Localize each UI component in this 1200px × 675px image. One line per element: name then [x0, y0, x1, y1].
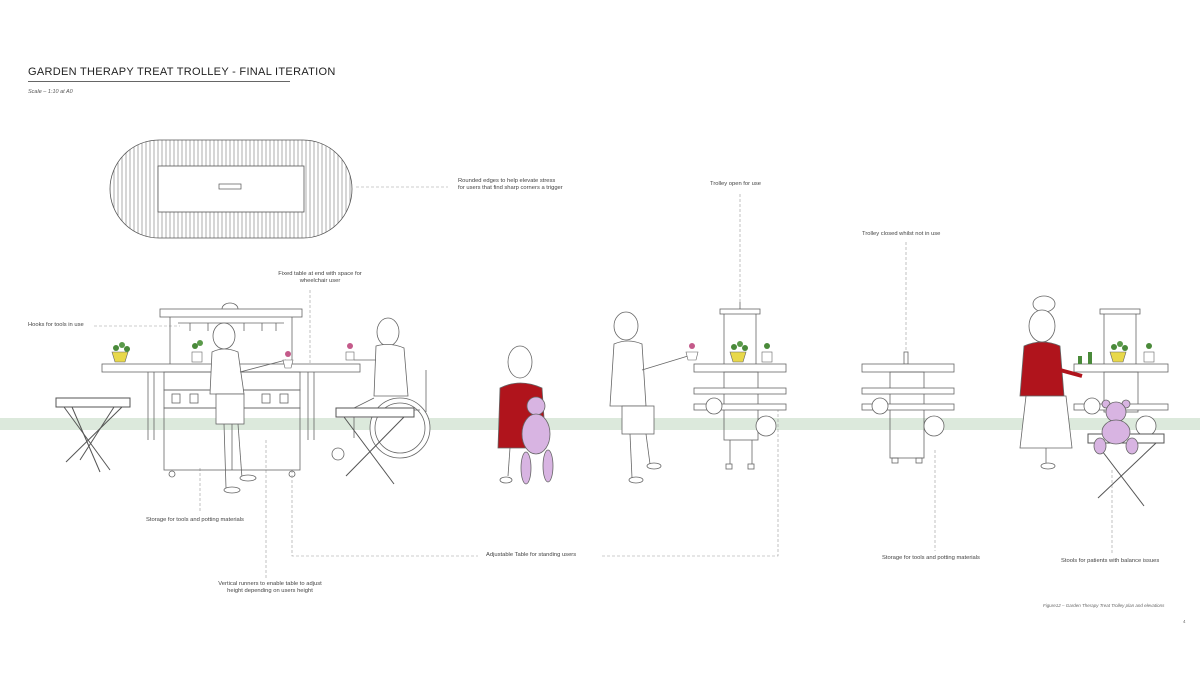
annotation-adjustable-table: Adjustable Table for standing users	[486, 552, 577, 558]
plant-pot-icon	[1109, 341, 1128, 363]
page-number: 4	[1183, 619, 1186, 624]
annotation-line: height depending on users height	[227, 588, 313, 594]
annotation-trolley-open: Trolley open for use	[710, 181, 762, 187]
annotation-line: Vertical runners to enable table to adju…	[218, 581, 322, 587]
plant-pot-icon	[191, 340, 203, 363]
child-figure-icon	[609, 311, 689, 484]
teddy-bear-icon	[1093, 399, 1139, 455]
annotation-line: wheelchair user	[299, 278, 341, 284]
annotation-line: Rounded edges to help elevate stress	[458, 178, 556, 184]
plant-pot-icon	[685, 343, 699, 361]
annotation-line: Fixed table at end with space for	[278, 271, 362, 277]
annotation-trolley-closed: Trolley closed whilst not in use	[862, 231, 941, 237]
plant-pot-icon	[729, 341, 748, 363]
annotation-fixed-table: Fixed table at end with space for wheelc…	[260, 271, 380, 285]
ground-strip	[0, 418, 1200, 430]
folding-stool-icon	[335, 407, 415, 485]
plant-pot-icon	[761, 343, 773, 363]
folding-stool-icon	[55, 397, 131, 473]
plant-pot-icon	[111, 342, 130, 363]
girl-with-teddy-icon	[497, 345, 554, 485]
plant-pot-icon	[282, 351, 294, 369]
cactus-pot-icon	[1078, 352, 1092, 364]
title-underline	[28, 81, 290, 82]
figure-caption: Figure12 – Garden Therapy Treat Trolley …	[1043, 603, 1165, 608]
annotation-hooks: Hooks for tools in use	[28, 322, 84, 328]
annotation-storage-left: Storage for tools and potting materials	[146, 517, 244, 523]
trolley-plan-view	[109, 139, 353, 239]
child-figure-icon	[209, 322, 287, 494]
annotation-stools: Stools for patients with balance issues	[1061, 558, 1160, 564]
woman-figure-icon	[1019, 295, 1083, 470]
plant-pot-icon	[1143, 343, 1155, 363]
annotation-vertical-runners: Vertical runners to enable table to adju…	[200, 581, 340, 595]
page-title: GARDEN THERAPY TREAT TROLLEY - FINAL ITE…	[28, 66, 336, 78]
wheelchair-user-icon	[331, 317, 431, 461]
trolley-side-closed	[861, 351, 955, 464]
annotation-rounded-edges: Rounded edges to help elevate stress for…	[458, 178, 563, 192]
annotation-storage-right: Storage for tools and potting materials	[882, 555, 980, 561]
plant-pot-icon	[345, 343, 355, 361]
scale-label: Scale – 1:10 at A0	[28, 89, 73, 95]
leader-lines	[94, 186, 1113, 578]
annotation-line: for users that find sharp corners a trig…	[458, 185, 563, 191]
trolley-side-open	[693, 302, 787, 470]
